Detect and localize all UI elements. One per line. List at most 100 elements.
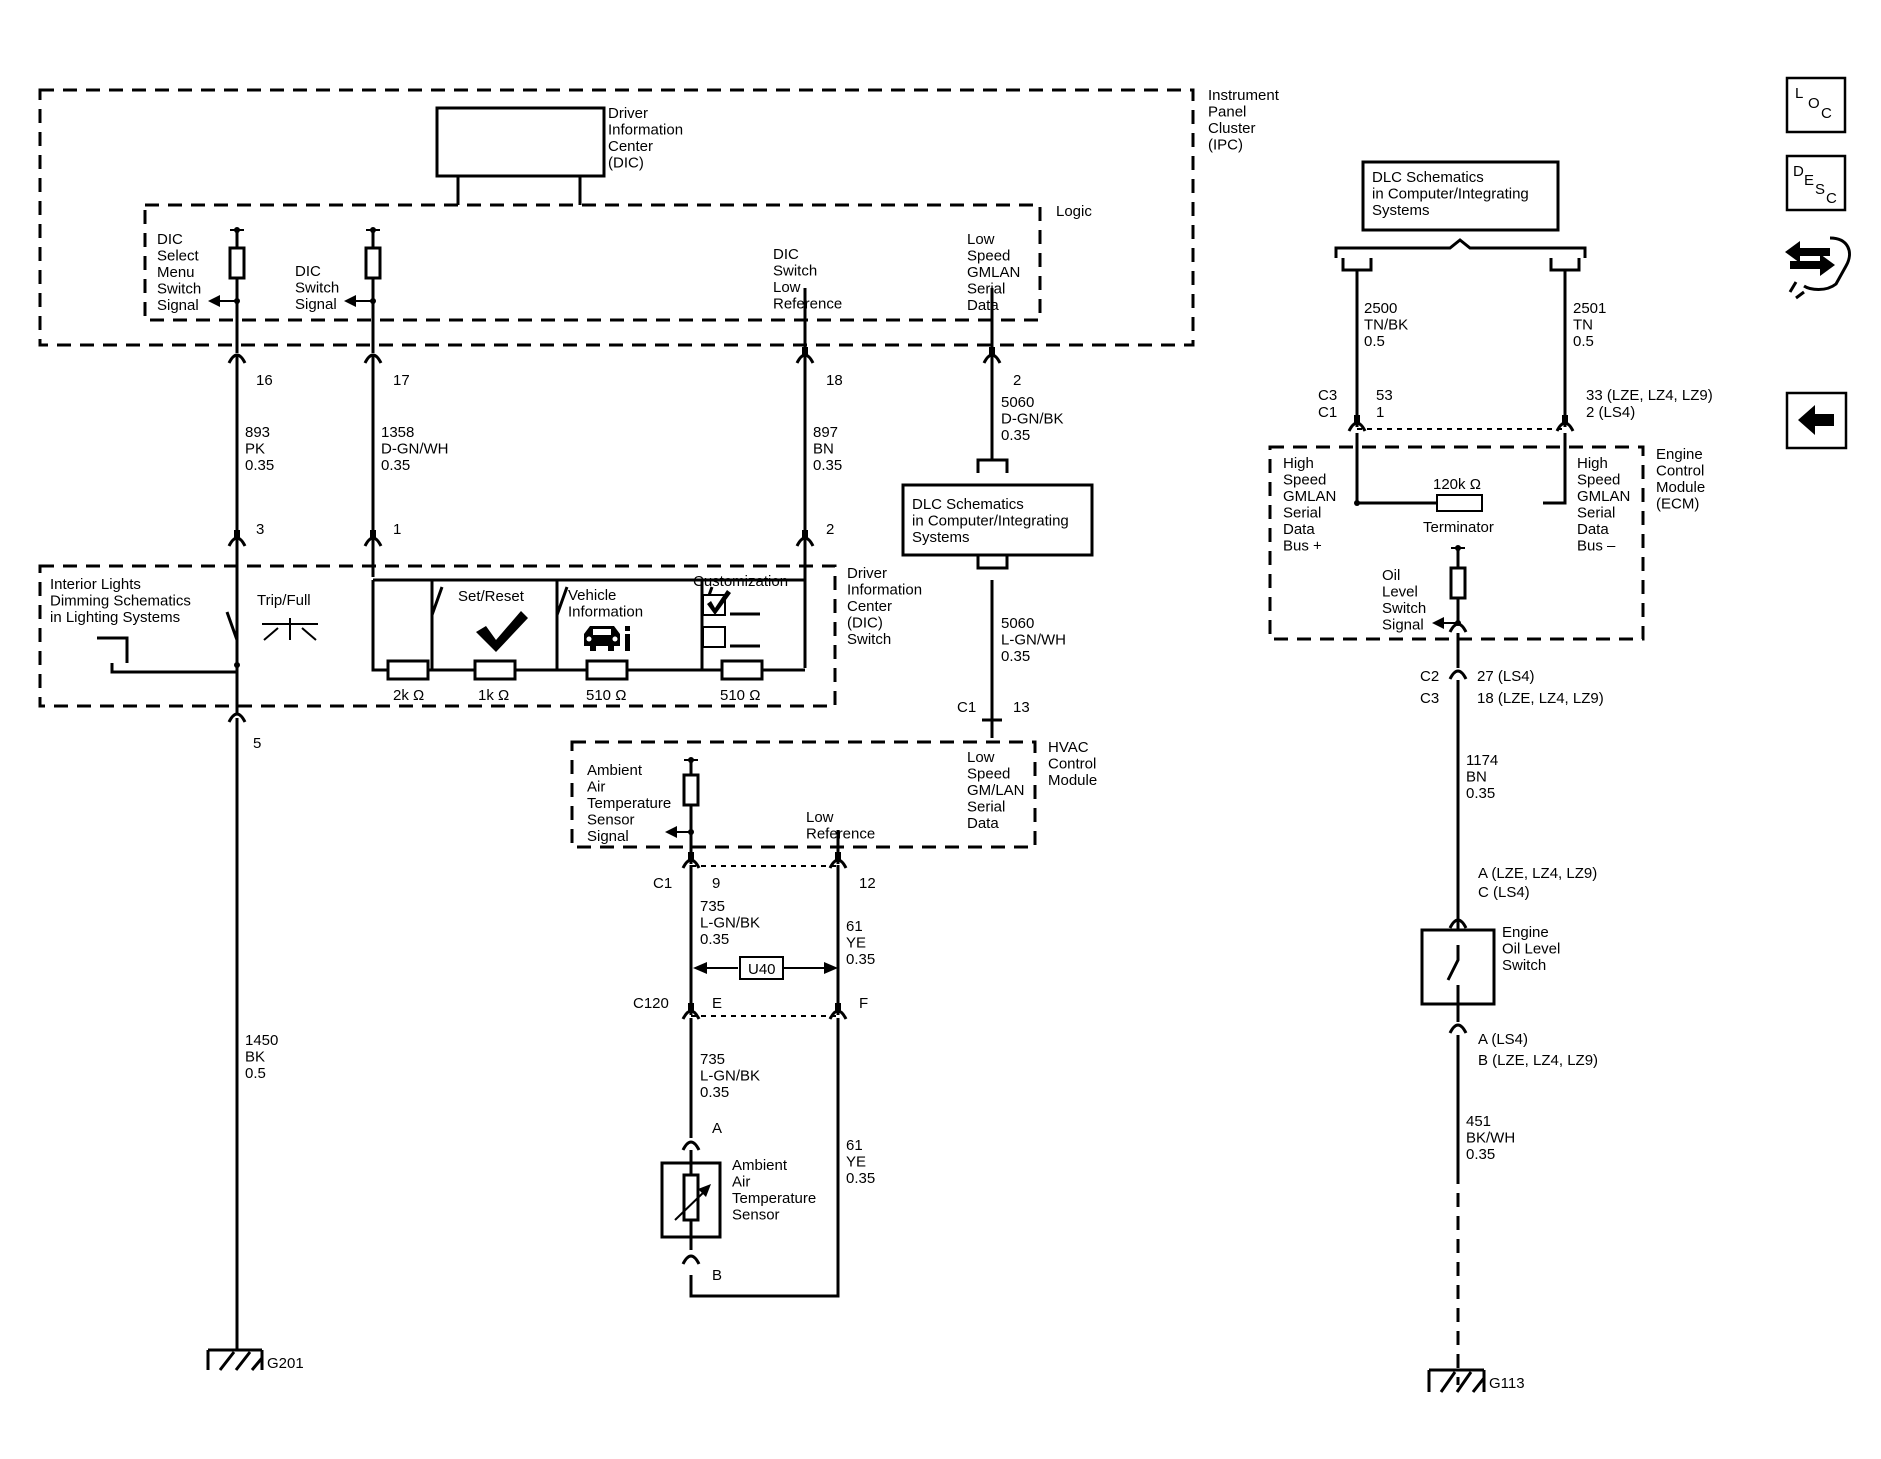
label-line: C3 xyxy=(1318,387,1337,404)
label-line: 510 Ω xyxy=(720,687,760,704)
label-line: 2500 xyxy=(1364,300,1397,317)
label-line: C (LS4) xyxy=(1478,884,1530,901)
label-line: U40 xyxy=(748,961,776,978)
label-line: 9 xyxy=(712,875,720,892)
label-line: High xyxy=(1283,455,1314,472)
label-line: (ECM) xyxy=(1656,496,1699,513)
label-line: C3 xyxy=(1420,690,1439,707)
connector-terminal xyxy=(982,718,1002,738)
label-line: Low xyxy=(806,809,834,826)
label-line: 120k Ω xyxy=(1433,476,1481,493)
label-line: L-GN/BK xyxy=(700,915,760,932)
loc-button[interactable] xyxy=(1785,76,1847,134)
label-line: 2 (LS4) xyxy=(1586,404,1635,421)
label-line: Set/Reset xyxy=(458,588,525,605)
label-line: Ambient xyxy=(587,762,643,779)
label-line: 0.35 xyxy=(846,1170,875,1187)
pins-c2-label: C2 xyxy=(1420,668,1439,685)
label-line: Signal xyxy=(295,296,337,313)
label-line: 735 xyxy=(700,1051,725,1068)
label-line: Switch xyxy=(847,631,891,648)
label-line: 0.35 xyxy=(700,1084,729,1101)
hvac-internals xyxy=(665,428,1565,1017)
pins-c1b_label-label: C1 xyxy=(653,875,672,892)
label-line: C2 xyxy=(1420,668,1439,685)
label-line: HVAC xyxy=(1048,739,1089,756)
label-line: 61 xyxy=(846,1137,863,1154)
label-line: GMLAN xyxy=(967,264,1020,281)
connector-pin xyxy=(1354,415,1360,425)
label-line: 0.5 xyxy=(1364,333,1385,350)
label-line: 2k Ω xyxy=(393,687,424,704)
label-line: Information xyxy=(568,604,643,621)
dic_switch-resistors-1-label: 1k Ω xyxy=(478,687,509,704)
desc-button[interactable] xyxy=(1785,154,1847,212)
label-line: Air xyxy=(732,1174,750,1191)
connector-pin xyxy=(835,1003,841,1013)
label-line: DIC xyxy=(773,246,799,263)
label-line: 897 xyxy=(813,424,838,441)
label-line: 33 (LZE, LZ4, LZ9) xyxy=(1586,387,1713,404)
pins-p12-label: 12 xyxy=(859,875,876,892)
label-line: BK xyxy=(245,1049,265,1066)
pins-p2-label: 2 xyxy=(1013,372,1021,389)
nav-desc-letter: E xyxy=(1804,172,1814,189)
oil-signal-internals xyxy=(1354,500,1467,629)
pins-ecm_c1-label: C1 xyxy=(1318,404,1337,421)
label-line: Speed xyxy=(1577,472,1620,489)
label-line: Instrument xyxy=(1208,87,1280,104)
label-line: Switch xyxy=(295,280,339,297)
label-line: Trip/Full xyxy=(257,592,311,609)
connector-pin xyxy=(688,1003,694,1013)
pins-p53-label: 53 xyxy=(1376,387,1393,404)
label-line: 1174 xyxy=(1466,752,1498,769)
label-line: Panel xyxy=(1208,104,1246,121)
pins-p18v-label: 18 (LZE, LZ4, LZ9) xyxy=(1477,690,1604,707)
label-line: 1358 xyxy=(381,424,414,441)
back-arrow-icon[interactable] xyxy=(1785,391,1848,450)
label-line: Serial xyxy=(1283,505,1321,522)
connector-pin xyxy=(688,852,694,862)
connector-terminal xyxy=(1448,1023,1468,1034)
label-line: Information xyxy=(608,122,683,139)
label-line: Switch xyxy=(1382,600,1426,617)
connector-terminal xyxy=(681,1254,701,1265)
resistor-1k xyxy=(473,659,517,681)
label-line: Switch xyxy=(1502,957,1546,974)
connector-pin xyxy=(802,347,808,357)
label-line: C120 xyxy=(633,995,669,1012)
pins-ecm_c3-label: C3 xyxy=(1318,387,1337,404)
label-line: Switch xyxy=(773,263,817,280)
label-line: DIC xyxy=(295,263,321,280)
label-line: in Computer/Integrating xyxy=(912,513,1069,530)
connector-swap-icon[interactable] xyxy=(1785,236,1851,300)
label-line: 893 xyxy=(245,424,270,441)
label-line: Driver xyxy=(608,105,648,122)
module-boundaries xyxy=(38,88,1645,849)
label-line: Cluster xyxy=(1208,120,1256,137)
dlc-center-box xyxy=(901,483,1094,557)
label-line: A xyxy=(712,1120,722,1137)
label-line: (IPC) xyxy=(1208,137,1243,154)
pins-p17-label: 17 xyxy=(393,372,410,389)
connector-terminal xyxy=(681,1140,701,1151)
label-line: Control xyxy=(1656,463,1704,480)
ground-g113-symbol xyxy=(1427,1368,1486,1393)
trip-full-switch xyxy=(225,611,239,641)
label-line: TN/BK xyxy=(1364,317,1408,334)
dic_switch-trip_full-label: Trip/Full xyxy=(257,592,311,609)
label-line: (DIC) xyxy=(608,155,644,172)
terminator-symbol xyxy=(1436,494,1483,512)
vehicle-info-icon xyxy=(584,626,630,651)
